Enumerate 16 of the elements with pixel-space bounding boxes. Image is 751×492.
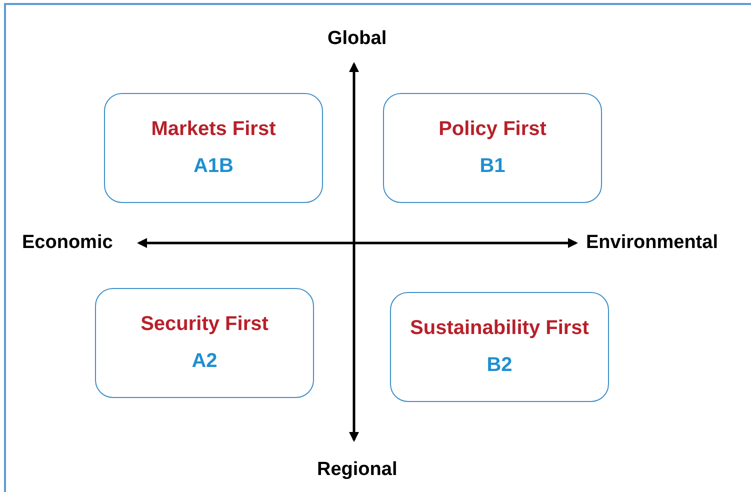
scenario-code: B1: [480, 155, 506, 178]
scenario-code: B2: [486, 354, 512, 377]
scenario-code: A2: [192, 350, 218, 373]
scenario-title: Sustainability First: [410, 317, 589, 340]
scenario-card: [104, 93, 323, 203]
scenario-code: A1B: [193, 155, 234, 178]
axis-label: Regional: [317, 459, 398, 481]
scenario-card: [383, 93, 602, 203]
scenario-card: [390, 292, 609, 402]
scenario-card: [95, 288, 314, 398]
axis-label: Global: [328, 28, 387, 50]
scenario-title: Security First: [140, 313, 268, 336]
axis-label: Economic: [22, 232, 113, 254]
scenario-title: Markets First: [151, 118, 276, 141]
axis-label: Environmental: [586, 232, 718, 254]
scenario-title: Policy First: [438, 118, 546, 141]
